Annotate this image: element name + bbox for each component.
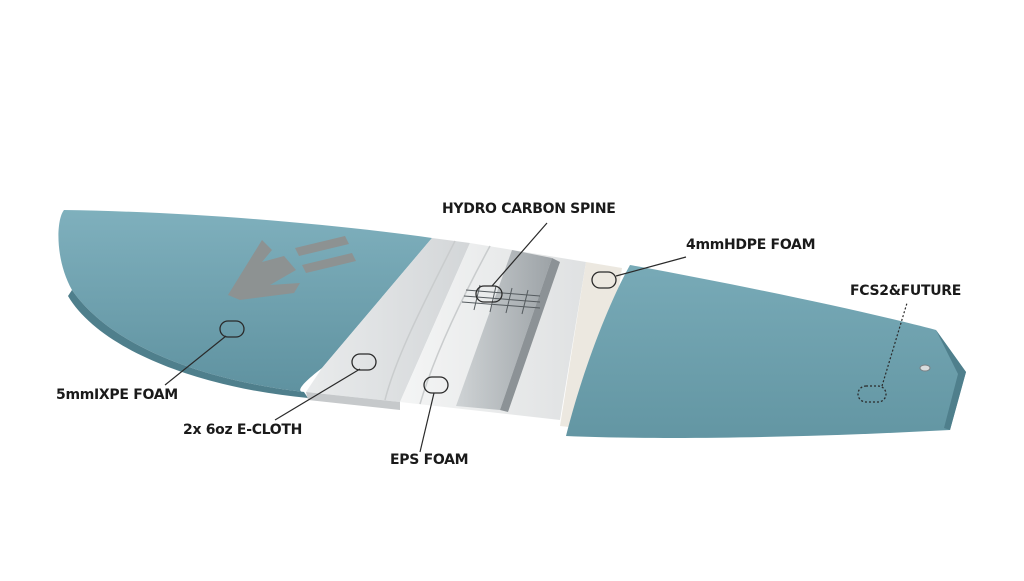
e-cloth-layer: [306, 238, 470, 402]
cloth-marker: [351, 353, 377, 371]
core-grooves: [384, 240, 491, 405]
spine-marker: [475, 285, 503, 303]
spine-leader: [491, 222, 548, 287]
brand-logo: [228, 236, 356, 300]
nose-deck: [58, 210, 433, 392]
ixpe-leader: [164, 335, 227, 386]
label-hdpe-foam: 4mmHDPE FOAM: [686, 237, 816, 253]
label-eps-foam: EPS FOAM: [390, 452, 469, 468]
ixpe-marker: [219, 320, 245, 338]
e-cloth-edge: [306, 392, 400, 410]
label-fins: FCS2&FUTURE: [850, 283, 962, 299]
leash-plug: [919, 364, 931, 372]
fins-marker: [857, 385, 887, 403]
label-hydro-carbon-spine: HYDRO CARBON SPINE: [442, 201, 616, 217]
label-ixpe-foam: 5mmIXPE FOAM: [56, 387, 178, 403]
carbon-spine-side: [500, 258, 560, 412]
hdpe-leader: [615, 256, 687, 277]
cloth-leader: [274, 368, 361, 421]
label-e-cloth: 2x 6oz E-CLOTH: [183, 422, 303, 438]
eps-marker: [423, 376, 449, 394]
tail-rail: [936, 330, 966, 430]
tail-deck: [566, 265, 966, 438]
hdpe-marker: [591, 271, 617, 289]
eps-leader: [419, 392, 435, 453]
fins-leader: [881, 302, 908, 387]
hdpe-bottom-sheet: [560, 262, 622, 430]
